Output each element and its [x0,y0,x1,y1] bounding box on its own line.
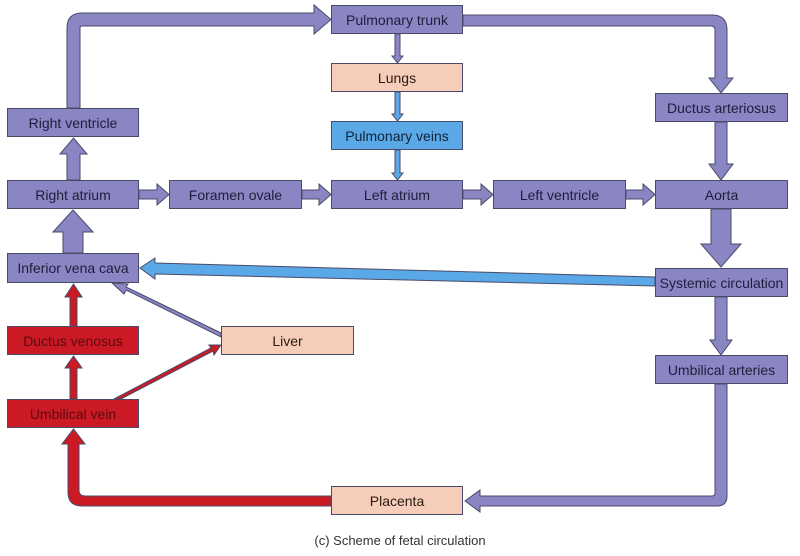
node-placenta: Placenta [331,486,463,515]
node-systemic-circulation: Systemic circulation [655,268,788,297]
arrow-ductus-arteriosus-to-aorta [708,121,734,181]
arrow-inferior-vena-cava-to-right-atrium [51,209,95,254]
node-pulmonary-veins: Pulmonary veins [331,121,463,150]
node-left-atrium: Left atrium [331,180,463,209]
arrow-systemic-circulation-to-umbilical-arteries [709,296,733,356]
node-umbilical-vein: Umbilical vein [7,399,139,428]
arrow-umbilical-arteries-to-placenta [464,383,728,513]
node-lungs: Lungs [331,63,463,92]
arrow-systemic-circulation-to-inferior-vena-cava [139,257,656,287]
figure-caption: (c) Scheme of fetal circulation [314,533,486,548]
arrow-ductus-venosus-to-inferior-vena-cava [64,283,83,327]
node-left-ventricle: Left ventricle [493,180,626,209]
arrow-umbilical-vein-to-ductus-venosus [64,355,83,400]
arrow-left-ventricle-to-aorta [625,182,656,207]
arrow-pulmonary-trunk-to-ductus-arteriosus [462,14,735,94]
arrow-liver-to-inferior-vena-cava [110,282,222,338]
arrow-pulmonary-trunk-to-lungs [390,33,405,64]
arrow-umbilical-vein-to-liver [113,344,222,400]
arrow-right-ventricle-to-pulmonary-trunk [66,3,332,109]
node-ductus-venosus: Ductus venosus [7,326,139,355]
node-right-ventricle: Right ventricle [7,108,139,137]
node-inferior-vena-cava: Inferior vena cava [7,253,139,283]
arrow-left-atrium-to-left-ventricle [462,182,494,207]
node-pulmonary-trunk: Pulmonary trunk [331,5,463,34]
arrow-right-atrium-to-right-ventricle [58,137,89,181]
arrow-right-atrium-to-foramen-ovale [138,182,170,207]
arrow-lungs-to-pulmonary-veins [390,91,405,122]
node-aorta: Aorta [655,180,788,209]
node-liver: Liver [221,326,354,355]
arrow-aorta-to-systemic-circulation [699,208,743,268]
arrow-pulmonary-veins-to-left-atrium [390,149,405,181]
node-ductus-arteriosus: Ductus arteriosus [655,93,788,122]
node-foramen-ovale: Foramen ovale [169,180,302,209]
arrow-foramen-ovale-to-left-atrium [301,182,332,207]
node-right-atrium: Right atrium [7,180,139,209]
node-umbilical-arteries: Umbilical arteries [655,355,788,384]
arrow-placenta-to-umbilical-vein [60,428,332,507]
